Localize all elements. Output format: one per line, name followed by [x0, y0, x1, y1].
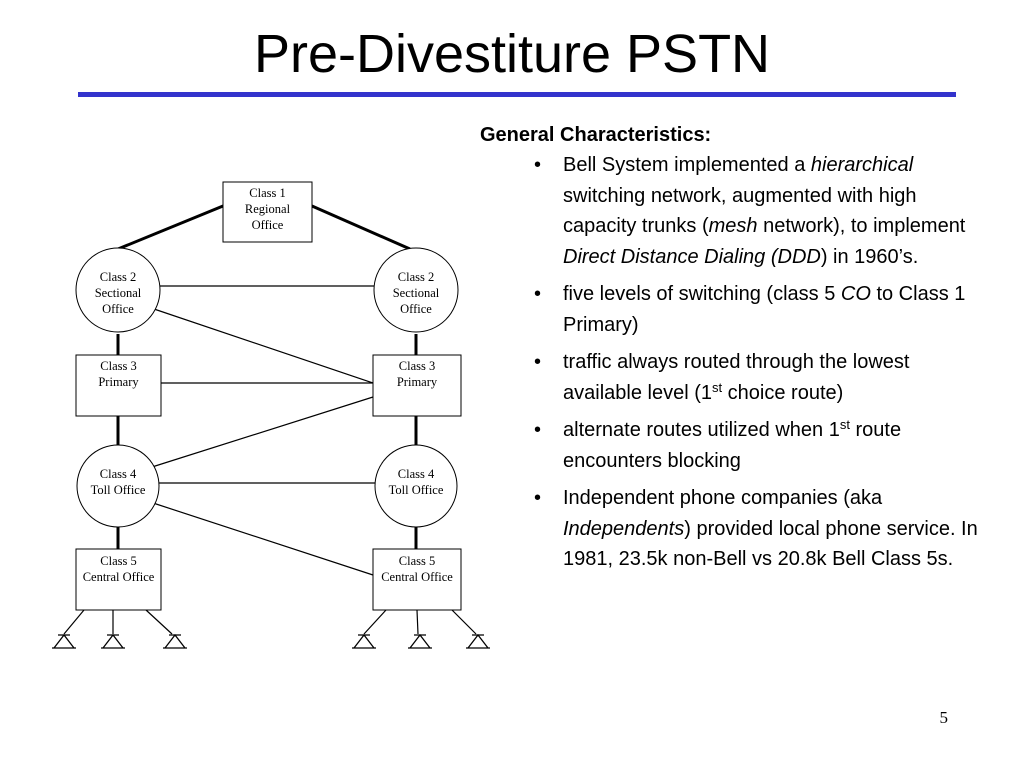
telephone-stubs: [63, 609, 477, 635]
class5-left-label: Class 5: [100, 554, 136, 568]
list-item: •five levels of switching (class 5 CO to…: [480, 279, 980, 340]
characteristics-list: •Bell System implemented a hierarchical …: [480, 150, 980, 575]
mesh-links: [149, 285, 375, 576]
class5-right-label: Class 5: [399, 554, 435, 568]
class3-right-label: Class 3: [399, 359, 435, 373]
class4-left-label: Class 4: [100, 467, 137, 481]
class2-sectional-office-right: Class 2 Sectional Office: [373, 247, 459, 333]
bullet-icon: •: [534, 154, 542, 176]
class3-primary-right: Class 3 Primary: [372, 354, 462, 417]
class1-label: Office: [252, 218, 284, 232]
class1-label: Class 1: [249, 186, 285, 200]
mesh-class4-left-class3-right: [151, 396, 374, 468]
panel-heading: General Characteristics:: [480, 124, 712, 146]
class2-left-label: Class 2: [100, 270, 136, 284]
bullet-icon: •: [534, 283, 542, 305]
class3-right-label: Primary: [397, 375, 438, 389]
class4-toll-office-left: Class 4 Toll Office: [76, 444, 160, 528]
link-class1-class2-right: [311, 204, 411, 251]
list-item: •Independent phone companies (aka Indepe…: [480, 483, 980, 575]
link-class1-class2-left: [117, 204, 224, 251]
mesh-class4-left-class5-right: [149, 501, 374, 576]
class5-left-label: Central Office: [83, 570, 155, 584]
telephone-icon: [466, 633, 490, 649]
class5-central-office-left: Class 5 Central Office: [75, 548, 162, 611]
class2-right-label: Class 2: [398, 270, 434, 284]
class5-central-office-right: Class 5 Central Office: [372, 548, 462, 611]
pstn-hierarchy-diagram: Class 1 Regional Office Class 2 Sectiona…: [52, 181, 490, 649]
slide-title: Pre-Divestiture PSTN: [253, 24, 771, 84]
class3-left-label: Class 3: [100, 359, 136, 373]
telephone-icon: [408, 633, 432, 649]
telephone-icon: [163, 633, 187, 649]
class5-right-label: Central Office: [381, 570, 453, 584]
telephone-icon: [52, 633, 76, 649]
bullet-icon: •: [534, 487, 542, 509]
hierarchy-links: [116, 204, 418, 549]
class2-right-label: Sectional: [393, 286, 440, 300]
telephone-icon: [352, 633, 376, 649]
title-underline: [78, 92, 956, 97]
characteristics-panel: General Characteristics: •Bell System im…: [480, 120, 980, 575]
class3-primary-left: Class 3 Primary: [75, 354, 162, 417]
class3-left-label: Primary: [98, 375, 139, 389]
class4-right-label: Class 4: [398, 467, 435, 481]
mesh-class2-left-class3-right: [153, 308, 374, 384]
class4-left-label: Toll Office: [91, 483, 146, 497]
class1-regional-office: Class 1 Regional Office: [222, 181, 313, 243]
list-item: •traffic always routed through the lowes…: [480, 347, 980, 408]
class2-left-label: Sectional: [95, 286, 142, 300]
list-item: •Bell System implemented a hierarchical …: [480, 150, 980, 272]
class2-right-label: Office: [400, 302, 432, 316]
class4-toll-office-right: Class 4 Toll Office: [374, 444, 458, 528]
class2-left-label: Office: [102, 302, 134, 316]
class2-sectional-office-left: Class 2 Sectional Office: [75, 247, 161, 333]
class1-label: Regional: [245, 202, 291, 216]
bullet-icon: •: [534, 351, 542, 373]
telephone-icon: [101, 633, 125, 649]
page-number: 5: [939, 708, 949, 727]
bullet-icon: •: [534, 419, 542, 441]
class4-right-label: Toll Office: [389, 483, 444, 497]
list-item: •alternate routes utilized when 1st rout…: [534, 417, 902, 472]
